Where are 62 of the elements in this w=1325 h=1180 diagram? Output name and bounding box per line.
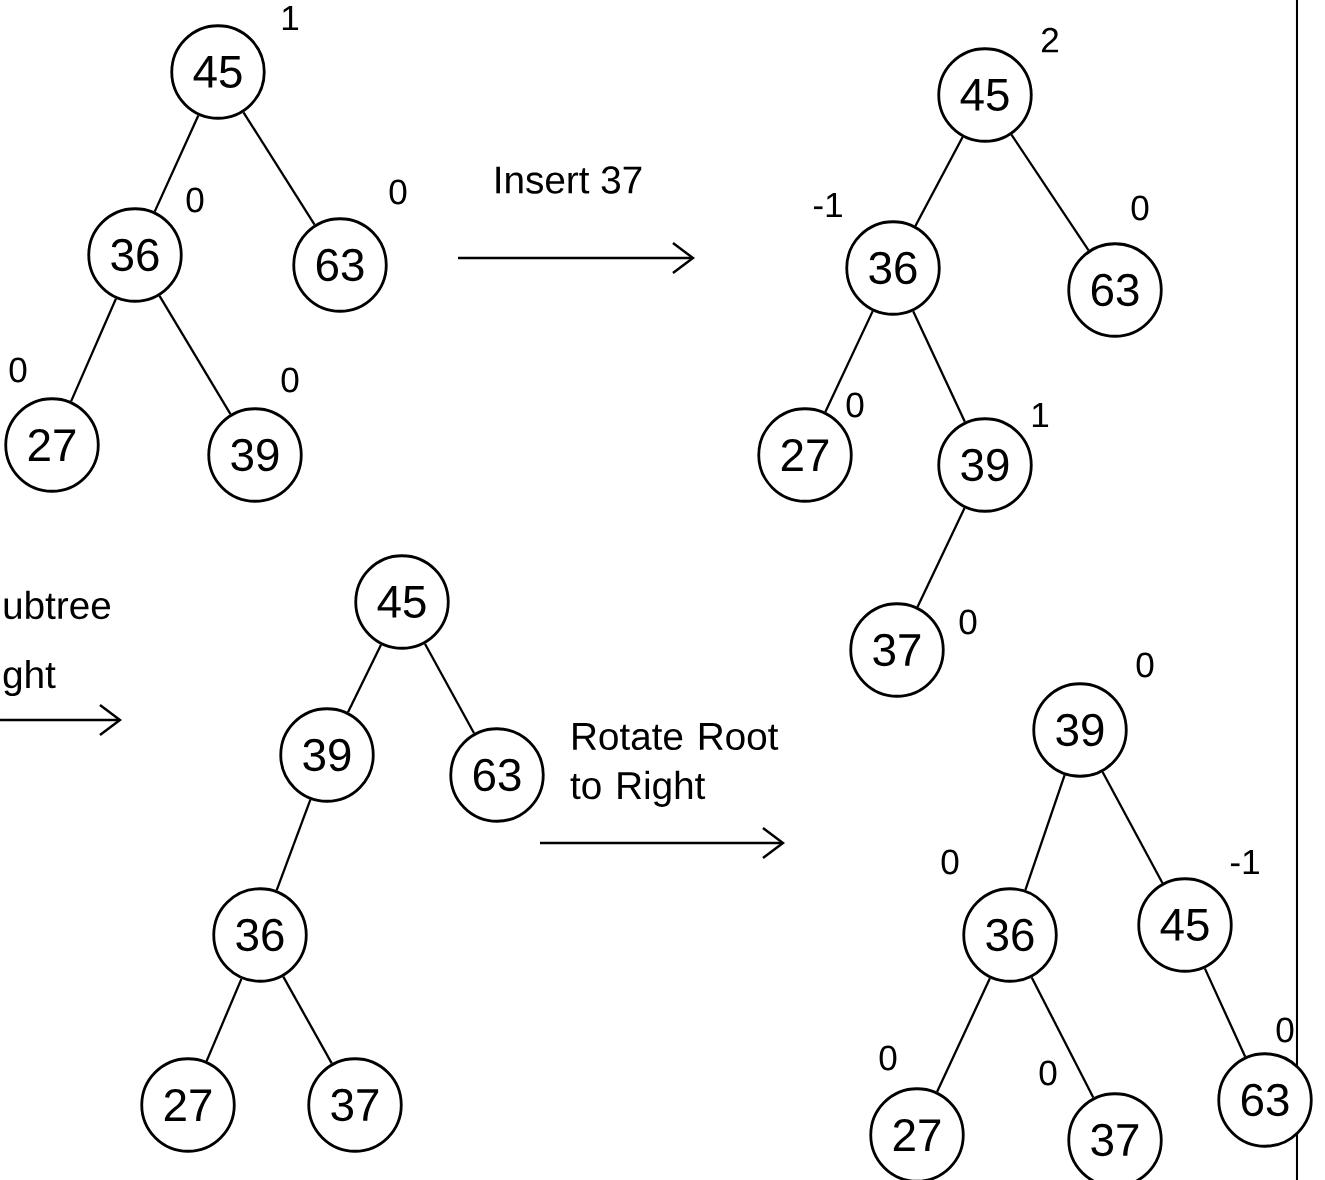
tree-node: 45 [354, 554, 450, 650]
tree-edge [912, 310, 966, 423]
tree-node: 63 [1217, 1052, 1313, 1148]
step-label: ght [3, 660, 56, 697]
balance-factor: 0 [1136, 652, 1154, 678]
balance-factor: 0 [959, 609, 977, 635]
tree-node: 39 [207, 407, 303, 503]
tree-edge [282, 976, 333, 1064]
tree-edge [205, 978, 243, 1062]
tree-node: 39 [1032, 682, 1128, 778]
tree-node: 63 [1067, 242, 1163, 338]
tree-edge [824, 310, 874, 413]
tree-node: 27 [869, 1087, 965, 1180]
step-label: Insert 37 [496, 166, 642, 194]
tree-node: 36 [212, 887, 308, 983]
step-label: ubtree [4, 590, 110, 620]
tree-node: 37 [849, 602, 945, 698]
tree-edge [346, 644, 383, 713]
tree-node: 63 [449, 727, 545, 823]
tree-edge [1030, 976, 1095, 1099]
tree-edge [70, 298, 117, 402]
tree-node: 36 [962, 887, 1058, 983]
tree-node: 27 [4, 397, 100, 493]
balance-factor: 2 [1042, 27, 1058, 53]
tree-node: 45 [170, 24, 266, 120]
balance-factor: 1 [282, 5, 299, 31]
balance-factor: 0 [1276, 1017, 1294, 1043]
balance-factor: 0 [1131, 195, 1149, 221]
tree-node: 36 [845, 220, 941, 316]
tree-edge [914, 136, 964, 227]
balance-factor: 0 [281, 367, 299, 393]
tree-edge [423, 643, 476, 734]
tree-edge [1010, 134, 1090, 251]
node-label: 63 [1241, 1083, 1289, 1117]
balance-factor: 0 [1039, 1060, 1057, 1086]
tree-node: 27 [140, 1057, 236, 1153]
tree-node: 37 [307, 1057, 403, 1153]
tree-edge [1024, 774, 1066, 891]
step-label: Rotate Root to Right [570, 723, 779, 807]
tree-node: 45 [1137, 877, 1233, 973]
balance-factor: -1 [1230, 849, 1259, 875]
tree-node: 45 [937, 47, 1033, 143]
tree-node: 39 [279, 707, 375, 803]
tree-node: 63 [292, 217, 388, 313]
tree-edge [275, 799, 312, 891]
balance-factor: 0 [186, 187, 204, 213]
balance-factor: 0 [879, 1045, 897, 1071]
tree-edge [1203, 967, 1247, 1058]
balance-factor: 0 [9, 357, 27, 383]
tree-edge [1101, 771, 1164, 884]
balance-factor: -1 [813, 192, 842, 218]
tree-node: 36 [87, 207, 183, 303]
tree-edge [158, 295, 232, 415]
balance-factor: 1 [1032, 402, 1049, 428]
tree-node: 39 [937, 417, 1033, 513]
balance-factor: 0 [389, 179, 407, 205]
tree-node: 37 [1067, 1092, 1163, 1180]
tree-edge [153, 114, 200, 213]
tree-edge [242, 111, 316, 226]
tree-edge [916, 507, 966, 608]
balance-factor: 0 [941, 849, 959, 875]
tree-edge [936, 977, 991, 1093]
